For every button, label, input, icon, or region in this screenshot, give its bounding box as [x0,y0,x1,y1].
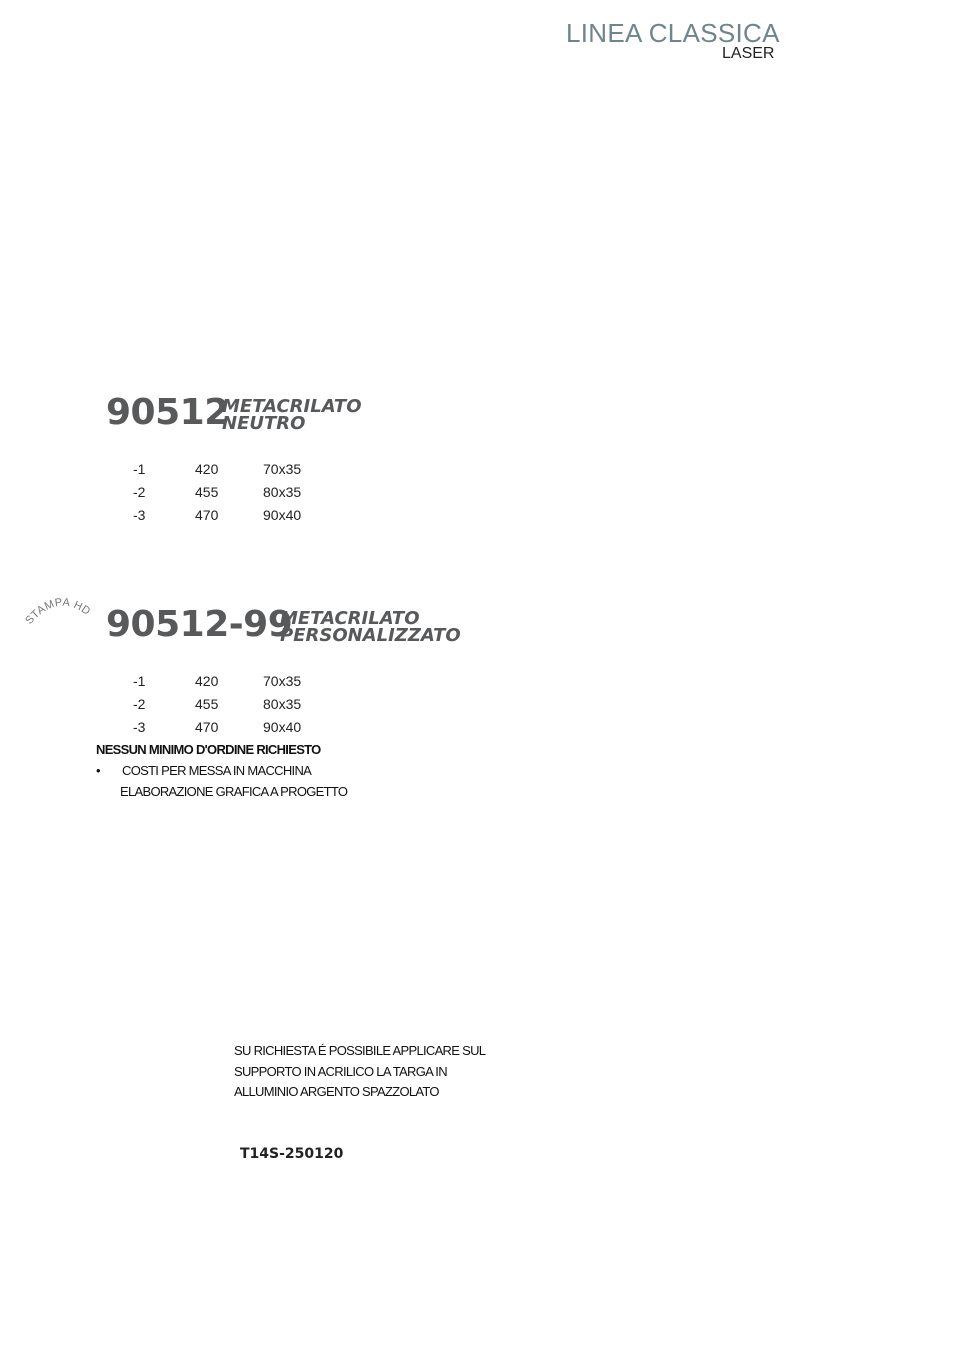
product-description: METACRILATO NEUTRO [222,396,362,434]
description-line: METACRILATO [222,396,362,417]
svg-text:STAMPA HD: STAMPA HD [23,597,92,627]
note-line: SU RICHIESTA É POSSIBILE APPLICARE SUL [234,1043,486,1058]
catalog-subtitle: LASER [722,45,775,62]
min-order-notice: NESSUN MINIMO D'ORDINE RICHIESTO [96,742,321,757]
size: 70x35 [263,461,302,477]
variant: -2 [133,484,146,500]
description-line: METACRILATO [280,608,420,629]
bullet-icon: • [96,763,101,778]
product-description: METACRILATO PERSONALIZZATO [280,608,461,646]
variant: -2 [133,696,146,712]
size: 90x40 [263,507,302,523]
product-code: 90512-99 [106,604,293,645]
catalog-title: LINEA CLASSICA [566,18,780,48]
variant: -1 [133,461,146,477]
price: 420 [195,461,219,477]
size: 80x35 [263,484,302,500]
note-line: SUPPORTO IN ACRILICO LA TARGA IN [234,1063,448,1079]
price: 455 [195,484,219,500]
setup-costs-text: COSTI PER MESSA IN MACCHINA [122,763,312,778]
variant: -3 [133,507,146,523]
note-line: ALLUMINIO ARGENTO SPAZZOLATO [234,1084,440,1099]
price: 470 [195,719,219,735]
graphic-design-text: ELABORAZIONE GRAFICA A PROGETTO [120,784,348,799]
size: 80x35 [263,696,302,712]
product-code: 90512 [106,392,229,433]
description-line: NEUTRO [222,413,306,434]
reference-code: T14S-250120 [240,1146,344,1162]
aluminium-plate-note: SU RICHIESTA É POSSIBILE APPLICARE SUL S… [234,1041,486,1103]
price: 470 [195,507,219,523]
price: 420 [195,673,219,689]
description-line: PERSONALIZZATO [280,625,461,646]
stamp-text: STAMPA HD [23,597,92,627]
price: 455 [195,696,219,712]
variant: -3 [133,719,146,735]
variant: -1 [133,673,146,689]
stamp-hd-badge: STAMPA HD [23,597,92,627]
size: 90x40 [263,719,302,735]
size: 70x35 [263,673,302,689]
